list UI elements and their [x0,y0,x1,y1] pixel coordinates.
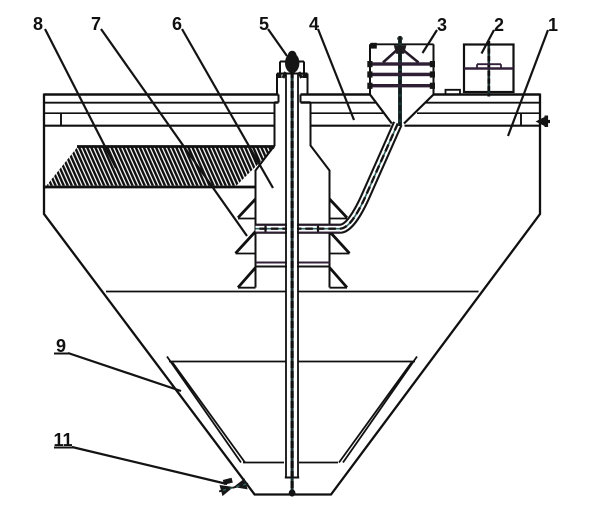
svg-text:4: 4 [309,14,319,34]
svg-text:2: 2 [494,15,504,35]
svg-text:9: 9 [56,336,66,356]
svg-text:6: 6 [172,14,182,34]
svg-text:11: 11 [53,430,72,450]
svg-text:5: 5 [259,14,269,34]
svg-text:7: 7 [91,14,101,34]
svg-text:8: 8 [33,14,43,34]
svg-text:1: 1 [548,15,558,35]
svg-text:3: 3 [437,15,447,35]
